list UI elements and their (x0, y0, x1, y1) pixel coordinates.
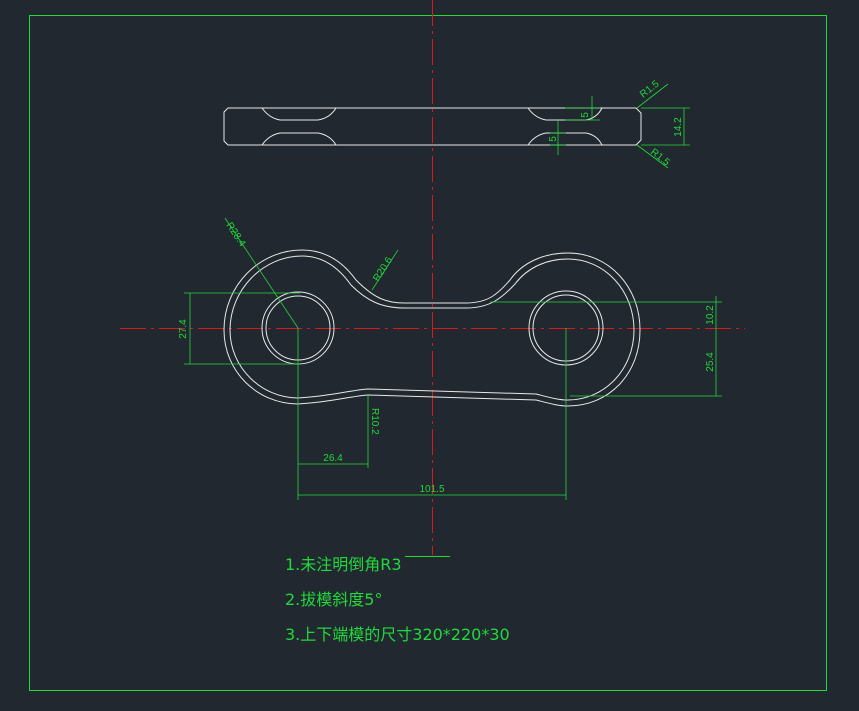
dim-neck-bottom-radius: R10.2 (369, 408, 380, 435)
note-2: 2.拔模斜度5° (285, 590, 382, 609)
dim-radius-top: R1.5 (638, 78, 662, 100)
side-outline (223, 107, 642, 146)
dim-left-hole-height: 27.4 (178, 319, 189, 339)
dim-right-hole-to-bottom: 25.4 (705, 352, 716, 372)
side-slot-left-bottom (261, 132, 337, 146)
top-view-dimensions (550, 83, 690, 169)
drawing-frame (29, 15, 827, 691)
note-1: 1.未注明倒角R3 (285, 555, 402, 574)
part-inner-outline (229, 255, 635, 401)
dim-slot-top: 5 (580, 112, 591, 118)
side-slot-left-top (261, 107, 337, 121)
dim-neck-top-radius: R20.6 (371, 255, 395, 284)
side-slot-right-bottom (527, 132, 603, 146)
dim-outer-radius: R28.4 (224, 221, 248, 250)
note-3: 3.上下端模的尺寸320*220*30 (285, 625, 510, 644)
dim-center-distance: 101.5 (419, 484, 444, 495)
dim-slot-bottom: 5 (548, 136, 559, 142)
dim-thickness: 14.2 (673, 117, 684, 137)
dim-neck-offset: 26.4 (323, 453, 343, 464)
part-outer-outline (223, 249, 641, 407)
dim-radius-bottom: R1.5 (648, 147, 672, 169)
plan-view-dimensions (184, 217, 722, 500)
dim-right-hole-offset: 10.2 (705, 305, 716, 325)
